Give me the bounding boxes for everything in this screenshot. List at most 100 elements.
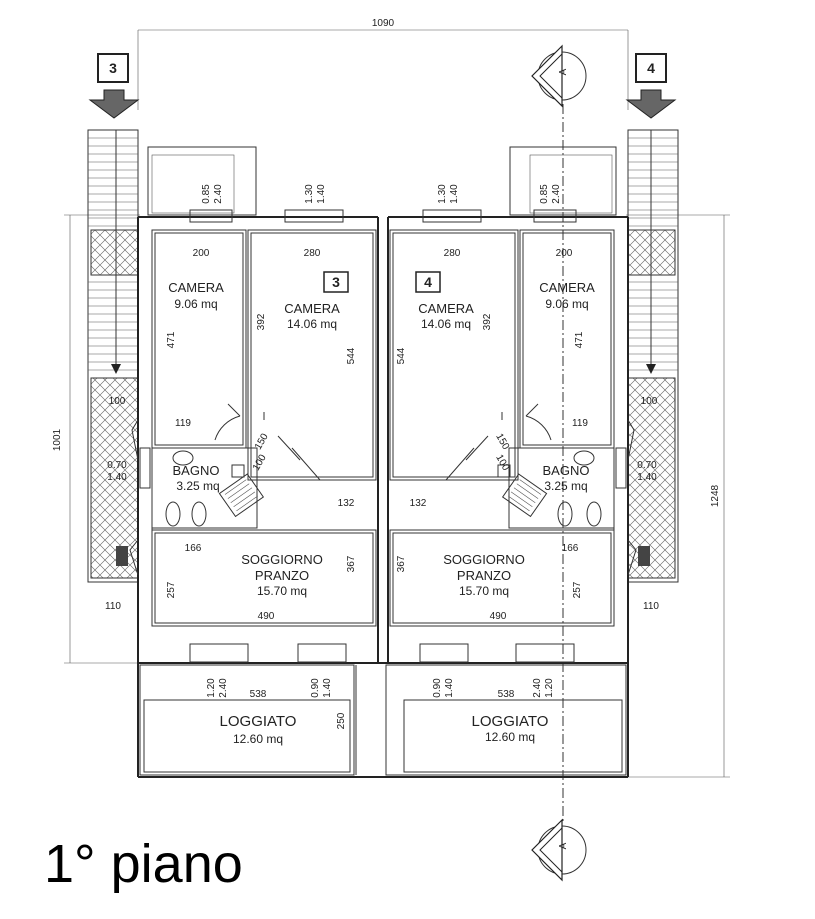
svg-text:1.40: 1.40 bbox=[444, 678, 455, 698]
stair-right bbox=[627, 129, 679, 583]
svg-text:2.40: 2.40 bbox=[218, 678, 229, 698]
svg-text:392: 392 bbox=[256, 313, 267, 330]
stair-arrow-down-icon bbox=[88, 89, 140, 119]
svg-text:1.40: 1.40 bbox=[637, 472, 657, 483]
unit-right-bathroom-fixtures bbox=[497, 450, 602, 527]
stair-arrow-down-icon bbox=[625, 89, 677, 119]
overall-depth-right-dimension: 1248 bbox=[626, 214, 730, 778]
room-name: BAGNO bbox=[173, 463, 220, 478]
svg-text:471: 471 bbox=[166, 331, 177, 348]
svg-text:110: 110 bbox=[643, 601, 659, 612]
loggiato-left-walls bbox=[139, 664, 357, 776]
room-name: CAMERA bbox=[284, 301, 340, 316]
room-name: PRANZO bbox=[457, 568, 511, 583]
svg-text:1.20: 1.20 bbox=[206, 678, 217, 698]
svg-text:1.20: 1.20 bbox=[544, 678, 555, 698]
overall-width-label: 1090 bbox=[372, 18, 395, 29]
room-name: CAMERA bbox=[539, 280, 595, 295]
svg-text:2.40: 2.40 bbox=[213, 184, 224, 204]
svg-text:0.90: 0.90 bbox=[310, 678, 321, 698]
room-area: 14.06 mq bbox=[421, 317, 471, 331]
room-area: 3.25 mq bbox=[176, 479, 219, 493]
sink-icon bbox=[172, 450, 194, 466]
svg-text:1.30: 1.30 bbox=[304, 184, 315, 204]
svg-text:1.40: 1.40 bbox=[322, 678, 333, 698]
room-name: CAMERA bbox=[418, 301, 474, 316]
stair-left bbox=[87, 129, 139, 583]
svg-text:0.70: 0.70 bbox=[107, 460, 127, 471]
balcony-top-left bbox=[147, 146, 257, 216]
svg-text:119: 119 bbox=[175, 418, 191, 429]
section-mark-bottom: A bbox=[531, 818, 587, 882]
balcony-top-right bbox=[509, 146, 617, 216]
building-outline bbox=[137, 216, 629, 778]
room-name: LOGGIATO bbox=[472, 713, 549, 730]
svg-text:132: 132 bbox=[338, 498, 355, 509]
unit-right-tag: 4 bbox=[424, 274, 432, 290]
unit-left-bathroom-fixtures bbox=[165, 450, 265, 527]
room-name: SOGGIORNO bbox=[241, 552, 323, 567]
svg-text:538: 538 bbox=[250, 689, 267, 700]
svg-text:4: 4 bbox=[647, 60, 655, 76]
svg-text:166: 166 bbox=[562, 543, 579, 554]
svg-text:257: 257 bbox=[572, 581, 583, 598]
washbasin-icon bbox=[231, 464, 245, 478]
svg-text:A: A bbox=[558, 68, 569, 75]
svg-text:490: 490 bbox=[490, 611, 507, 622]
svg-text:1.40: 1.40 bbox=[107, 472, 127, 483]
overall-depth-left-dimension: 1001 bbox=[52, 214, 140, 664]
svg-text:1.30: 1.30 bbox=[437, 184, 448, 204]
floor-title: 1° piano bbox=[44, 834, 243, 894]
svg-text:0.85: 0.85 bbox=[539, 184, 550, 204]
svg-text:544: 544 bbox=[346, 347, 357, 364]
room-area: 12.60 mq bbox=[485, 730, 535, 744]
svg-text:100: 100 bbox=[641, 396, 658, 407]
room-name: LOGGIATO bbox=[220, 713, 297, 730]
svg-text:250: 250 bbox=[336, 712, 347, 729]
room-name: PRANZO bbox=[255, 568, 309, 583]
svg-text:280: 280 bbox=[444, 248, 461, 259]
unit-left-labels: 3 CAMERA 9.06 mq CAMERA 14.06 mq 200 280… bbox=[105, 184, 357, 746]
washbasin-icon bbox=[497, 464, 511, 478]
svg-text:200: 200 bbox=[556, 248, 573, 259]
room-area: 12.60 mq bbox=[233, 732, 283, 746]
svg-text:0.70: 0.70 bbox=[637, 460, 657, 471]
shower-tray-icon bbox=[501, 473, 548, 518]
loggiato-right-walls bbox=[385, 664, 627, 776]
svg-text:132: 132 bbox=[410, 498, 427, 509]
svg-text:A: A bbox=[558, 842, 569, 849]
svg-text:257: 257 bbox=[166, 581, 177, 598]
room-area: 9.06 mq bbox=[545, 297, 588, 311]
svg-text:2.40: 2.40 bbox=[532, 678, 543, 698]
unit-right-labels: 4 CAMERA 9.06 mq CAMERA 14.06 mq 200 280… bbox=[396, 184, 659, 744]
svg-text:166: 166 bbox=[185, 543, 202, 554]
svg-text:0.90: 0.90 bbox=[432, 678, 443, 698]
svg-text:490: 490 bbox=[258, 611, 275, 622]
svg-text:1.40: 1.40 bbox=[316, 184, 327, 204]
svg-text:392: 392 bbox=[482, 313, 493, 330]
svg-text:2.40: 2.40 bbox=[551, 184, 562, 204]
svg-text:100: 100 bbox=[109, 396, 126, 407]
room-name: SOGGIORNO bbox=[443, 552, 525, 567]
room-area: 15.70 mq bbox=[257, 584, 307, 598]
bidet-icon bbox=[191, 501, 207, 527]
unit-left-tag: 3 bbox=[332, 274, 340, 290]
sink-icon bbox=[573, 450, 595, 466]
overall-depth-left-label: 1001 bbox=[52, 428, 63, 451]
svg-text:367: 367 bbox=[396, 555, 407, 572]
toilet-icon bbox=[586, 501, 602, 527]
room-area: 9.06 mq bbox=[174, 297, 217, 311]
svg-text:471: 471 bbox=[574, 331, 585, 348]
shower-tray-icon bbox=[218, 473, 265, 518]
svg-text:1.40: 1.40 bbox=[449, 184, 460, 204]
unit-left-walls bbox=[129, 209, 377, 663]
svg-text:110: 110 bbox=[105, 601, 121, 612]
toilet-icon bbox=[165, 501, 181, 527]
svg-text:367: 367 bbox=[346, 555, 357, 572]
svg-text:119: 119 bbox=[572, 418, 588, 429]
stair-tag-right: 4 bbox=[625, 53, 677, 119]
section-mark-top: A bbox=[531, 44, 587, 108]
room-name: CAMERA bbox=[168, 280, 224, 295]
svg-text:544: 544 bbox=[396, 347, 407, 364]
